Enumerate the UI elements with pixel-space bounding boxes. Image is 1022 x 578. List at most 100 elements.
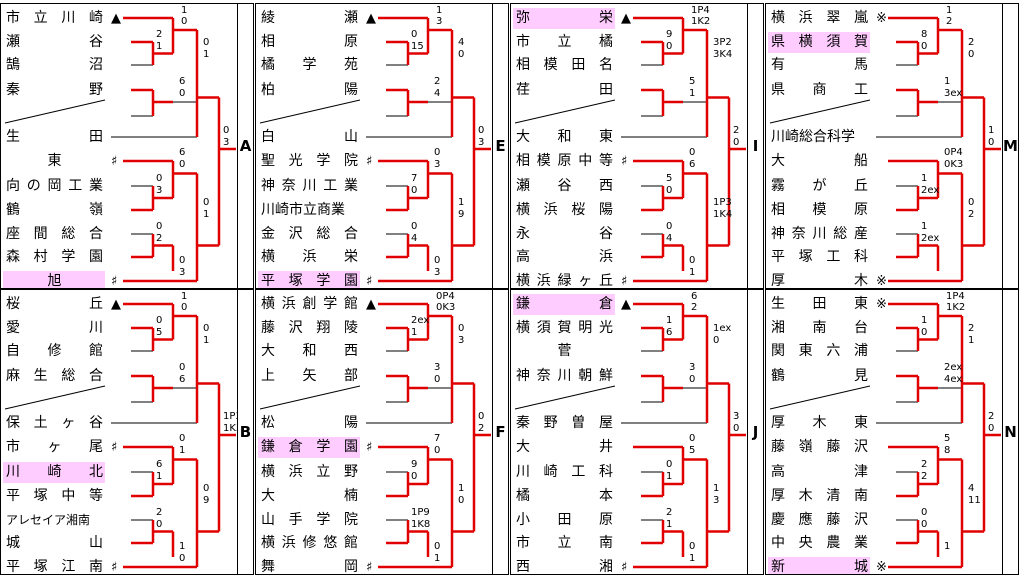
score-label: 0 bbox=[988, 423, 995, 434]
team-label: 大楠 bbox=[261, 488, 358, 504]
team-label: 大船 bbox=[771, 153, 868, 169]
sharp-mark-icon: ♯ bbox=[111, 440, 118, 455]
team-name: 横浜創学館 bbox=[258, 294, 360, 315]
score-label: 1 bbox=[179, 541, 186, 552]
block-label: A bbox=[237, 3, 254, 289]
score-label: 6 bbox=[689, 159, 696, 170]
score-label: 3 bbox=[223, 137, 230, 148]
team-label: 城山 bbox=[6, 535, 103, 551]
team-label: 菅 bbox=[557, 343, 572, 359]
team-label: 金沢総合 bbox=[261, 226, 358, 242]
team-name: 綾瀬 bbox=[258, 8, 360, 29]
score-label: 5 bbox=[944, 433, 951, 444]
team-name: 平塚工科 bbox=[768, 247, 870, 268]
team-name: 高浜 bbox=[513, 247, 615, 268]
score-label: 3 bbox=[713, 495, 720, 506]
score-label: 1P4 bbox=[946, 291, 965, 302]
team-label: 生田東 bbox=[771, 296, 868, 312]
team-label: 西湘 bbox=[516, 559, 613, 575]
team-name: 厚木東 bbox=[768, 413, 870, 434]
note-mark-icon: ※ bbox=[876, 297, 887, 312]
score-label: 0 bbox=[921, 519, 928, 530]
score-label: 2 bbox=[968, 323, 975, 334]
team-label: 横浜創学館 bbox=[261, 296, 358, 312]
bracket-lines bbox=[514, 16, 746, 283]
bracket-block-b: 桜丘▲愛川自修館麻生総合保土ヶ谷市ヶ尾♯川崎北平塚中等アレセイア湘南城山平塚江南… bbox=[0, 289, 238, 575]
score-label: 0 bbox=[411, 29, 418, 40]
score-label: 9 bbox=[411, 459, 418, 470]
team-name: 大船 bbox=[768, 151, 870, 172]
bracket-lines bbox=[514, 302, 746, 569]
team-label: 小田原 bbox=[516, 512, 613, 528]
team-name: 相模原 bbox=[768, 200, 870, 221]
team-name: 湘南台 bbox=[768, 318, 870, 339]
team-name: 大和西 bbox=[258, 341, 360, 362]
bracket-lines bbox=[769, 302, 1001, 569]
score-label: 1 bbox=[434, 553, 441, 564]
team-name: 大楠 bbox=[258, 486, 360, 507]
sharp-mark-icon: ♯ bbox=[366, 154, 373, 169]
score-label: 1P3 bbox=[223, 411, 237, 422]
team-name: 川崎工科 bbox=[513, 462, 615, 483]
bracket-lines bbox=[769, 16, 1001, 283]
bracket-lines bbox=[259, 302, 491, 569]
team-name: 大井 bbox=[513, 437, 615, 458]
score-label: 0 bbox=[689, 433, 696, 444]
score-label: 2 bbox=[733, 125, 740, 136]
score-label: 0 bbox=[203, 323, 210, 334]
team-name: 瀬谷西 bbox=[513, 176, 615, 197]
team-name: アレセイア湘南 bbox=[3, 510, 105, 531]
score-label: 0 bbox=[458, 323, 465, 334]
team-name: 松陽 bbox=[258, 413, 360, 434]
team-label: 横浜桜陽 bbox=[516, 202, 613, 218]
score-label: 0 bbox=[689, 541, 696, 552]
score-label: 6 bbox=[691, 291, 698, 302]
score-label: 2ex bbox=[944, 362, 963, 373]
team-label: 平塚学園 bbox=[261, 273, 358, 289]
score-label: 1P9 bbox=[411, 507, 430, 518]
score-label: 1 bbox=[666, 315, 673, 326]
team-label: 相模原中等 bbox=[516, 153, 613, 169]
score-label: 6 bbox=[179, 147, 186, 158]
team-name: 慶應藤沢 bbox=[768, 510, 870, 531]
team-label: 永谷 bbox=[516, 226, 613, 242]
score-label: 0 bbox=[179, 553, 186, 564]
team-name: 横浜修悠館 bbox=[258, 533, 360, 554]
team-name: 横浜緑ヶ丘 bbox=[513, 271, 615, 288]
team-label: 横浜修悠館 bbox=[261, 535, 358, 551]
team-label: 横須賀明光 bbox=[516, 320, 613, 336]
team-label: 神奈川工業 bbox=[261, 178, 358, 194]
team-name: 鶴嶺 bbox=[3, 200, 105, 221]
team-label: 高津 bbox=[771, 464, 868, 480]
sharp-mark-icon: ♯ bbox=[111, 274, 118, 289]
team-name: 市立南 bbox=[513, 533, 615, 554]
team-label: 大和東 bbox=[516, 129, 613, 145]
score-label: 3ex bbox=[944, 88, 963, 99]
team-label: 神奈川総産 bbox=[771, 226, 868, 242]
score-label: 0 bbox=[179, 255, 186, 266]
team-name: 川崎総合科学 bbox=[768, 127, 870, 148]
bracket-block-i: 弥栄▲市立橘相模田名荏田大和東相模原中等♯瀬谷西横浜桜陽永谷高浜横浜緑ヶ丘♯1P… bbox=[510, 3, 748, 289]
score-label: 1 bbox=[921, 315, 928, 326]
team-label: 瀬谷 bbox=[6, 34, 103, 50]
team-name: 横須賀明光 bbox=[513, 318, 615, 339]
team-name: 市立橘 bbox=[513, 32, 615, 53]
team-name: 有馬 bbox=[768, 55, 870, 76]
team-name: 向の岡工業 bbox=[3, 176, 105, 197]
team-name: 秦野曽屋 bbox=[513, 413, 615, 434]
team-label: 桜丘 bbox=[6, 296, 103, 312]
team-label: 厚木 bbox=[771, 273, 868, 289]
team-name: 市ヶ尾 bbox=[3, 437, 105, 458]
divider-line bbox=[4, 385, 106, 410]
team-name: 神奈川総産 bbox=[768, 224, 870, 245]
team-label: 霧が丘 bbox=[771, 178, 868, 194]
score-label: 0K3 bbox=[436, 302, 456, 313]
team-name: 柏陽 bbox=[258, 80, 360, 101]
score-label: 9 bbox=[666, 29, 673, 40]
score-label: 1 bbox=[156, 471, 163, 482]
score-label: 0 bbox=[666, 185, 673, 196]
score-label: 2 bbox=[691, 302, 698, 313]
team-label: 市立南 bbox=[516, 535, 613, 551]
note-mark-icon: ※ bbox=[876, 11, 887, 26]
